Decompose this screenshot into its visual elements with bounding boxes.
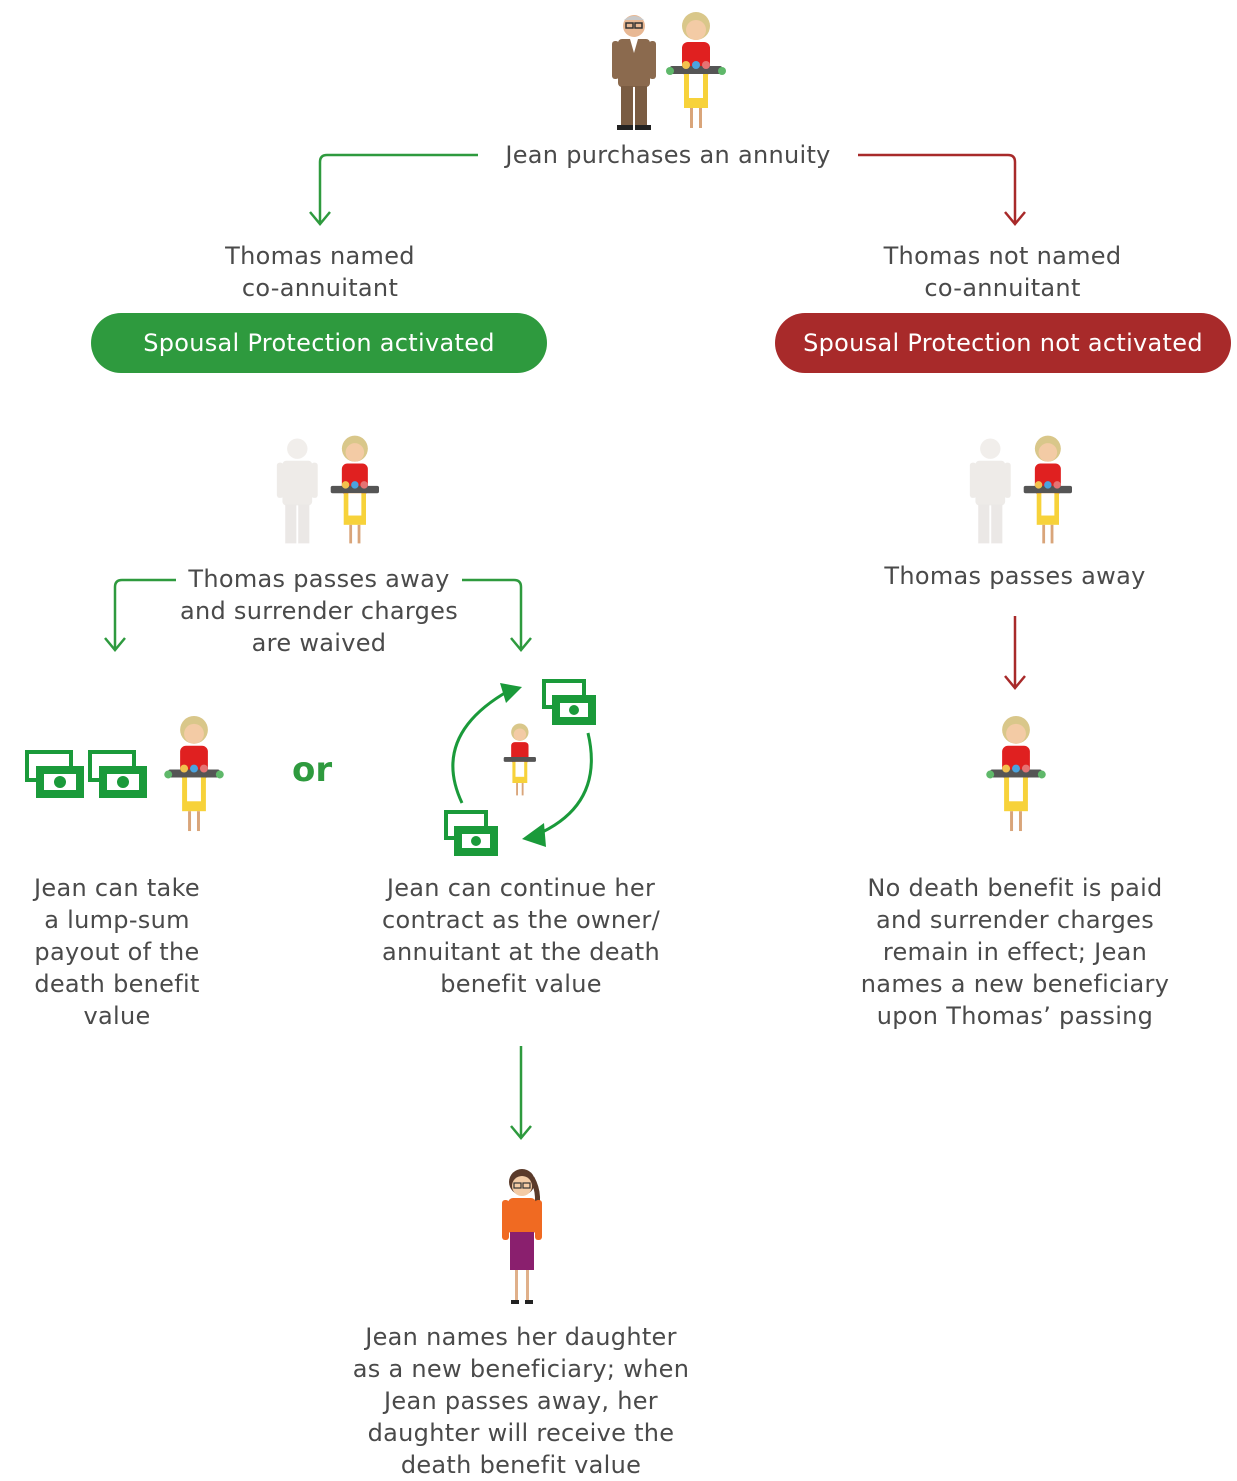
right-event-arrowhead: [1004, 675, 1026, 690]
top-label: Jean purchases an annuity: [505, 141, 831, 169]
spousal-protection-not-activated-badge: Spousal Protection not activated: [775, 313, 1231, 373]
daughter-icon: [502, 1169, 542, 1304]
event-left-arrowhead: [104, 637, 126, 652]
jean-figure: [666, 12, 726, 128]
jean-icon: [164, 715, 224, 832]
event-right-arrowhead: [510, 637, 532, 652]
thomas-figure: [612, 15, 656, 130]
final-outcome: Jean names her daughter as a new benefic…: [352, 1323, 690, 1479]
cycle-arrows-icon: [444, 679, 596, 856]
couple-icon: [612, 12, 726, 130]
thomas-faded-couple-icon-right: [969, 435, 1072, 544]
thomas-faded-couple-icon: [276, 435, 379, 544]
top-right-connector: [858, 153, 1017, 222]
left-event: Thomas passes away and surrender charges…: [179, 565, 459, 657]
top-left-connector: [318, 153, 478, 222]
right-event: Thomas passes away: [884, 562, 1146, 590]
spousal-protection-activated-badge: Spousal Protection activated: [91, 313, 547, 373]
jean-icon-right: [986, 715, 1046, 832]
or-label: or: [292, 750, 333, 790]
left-condition: Thomas named co-annuitant: [225, 242, 415, 302]
final-arrowhead: [510, 1125, 532, 1140]
top-right-arrowhead: [1004, 211, 1026, 226]
option-lump-sum: Jean can take a lump-sum payout of the d…: [34, 874, 200, 1030]
right-condition: Thomas not named co-annuitant: [883, 242, 1122, 302]
right-outcome: No death benefit is paid and surrender c…: [860, 874, 1170, 1030]
top-left-arrowhead: [309, 211, 331, 226]
option-continue-contract: Jean can continue her contract as the ow…: [381, 874, 661, 998]
cash-icon: [25, 750, 147, 798]
event-left-connector: [113, 578, 176, 648]
event-right-connector: [462, 578, 523, 648]
